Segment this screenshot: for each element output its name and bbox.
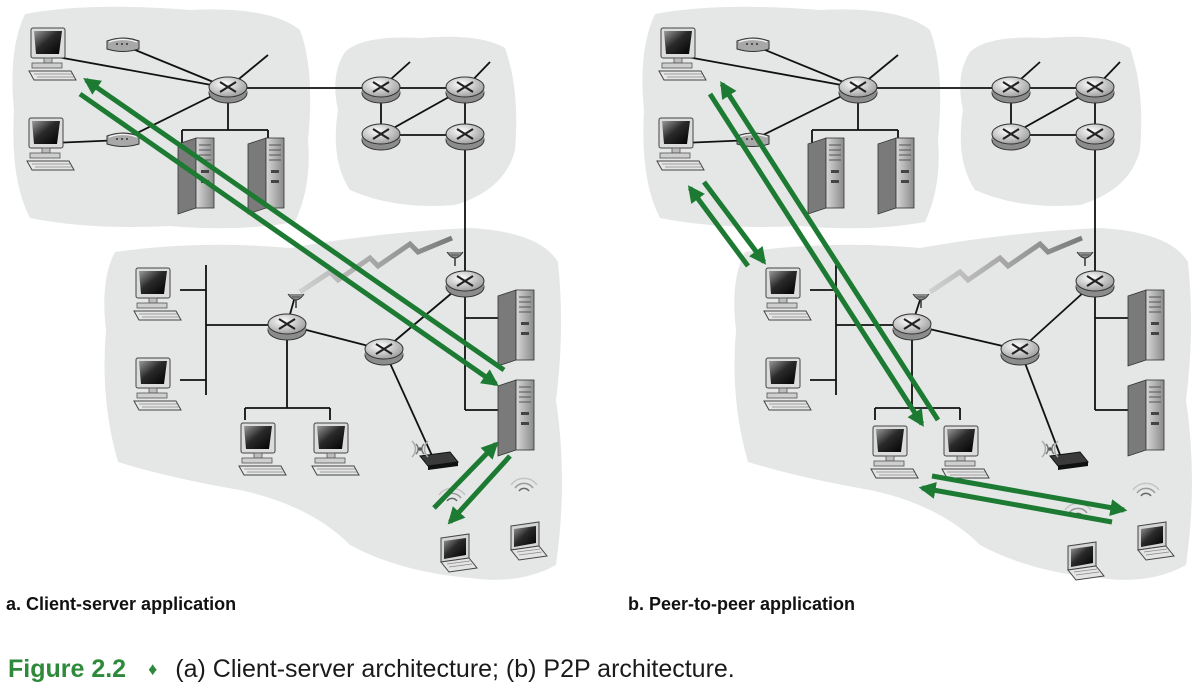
wireless-link-icon (928, 235, 1083, 295)
router-icon (444, 75, 486, 105)
arrow-server-to-client (83, 77, 506, 373)
modem-icon (736, 37, 770, 53)
server-tower-icon (497, 379, 535, 457)
arrow-peer-to-peer (931, 473, 1128, 516)
router-icon (360, 75, 402, 105)
diagram-b-caption: b. Peer-to-peer application (628, 594, 856, 614)
router-icon (990, 122, 1032, 152)
arrow-peer-to-peer (918, 482, 1113, 525)
modem-icon (106, 132, 140, 148)
diamond-separator-icon: ♦ (148, 659, 158, 679)
arrow-laptop-to-server (432, 441, 499, 510)
network-cloud (734, 228, 1192, 580)
communication-arrows (78, 77, 512, 525)
router-icon (444, 269, 486, 299)
router-icon (1074, 75, 1116, 105)
arrow-peer-to-peer (707, 92, 925, 427)
communication-arrows (687, 81, 1128, 525)
network-cloud (960, 36, 1142, 206)
router-icon (837, 75, 879, 105)
router-icon (363, 337, 405, 367)
arrow-peer-to-peer (702, 180, 767, 265)
figure-label: Figure 2.2 (8, 655, 127, 683)
router-icon (360, 122, 402, 152)
diagram-a-caption: a. Client-server application (6, 594, 237, 614)
arrow-server-to-laptop (447, 454, 512, 525)
diagram-a (12, 6, 563, 580)
router-icon (990, 75, 1032, 105)
router-icon (1074, 122, 1116, 152)
arrow-client-to-server (78, 91, 499, 387)
diagram-b (642, 6, 1192, 581)
server-tower-icon (1127, 289, 1165, 367)
arrow-peer-to-peer (719, 81, 941, 422)
wireless-link-icon (298, 235, 453, 295)
server-tower-icon (807, 137, 845, 215)
arrow-peer-to-peer (687, 185, 751, 268)
figure-caption: Figure 2.2 ♦ (a) Client-server architectur… (8, 655, 735, 684)
server-tower-icon (1127, 379, 1165, 457)
modem-icon (106, 37, 140, 53)
router-icon (444, 122, 486, 152)
router-icon (266, 312, 308, 342)
router-icon (207, 75, 249, 105)
router-icon (891, 312, 933, 342)
router-icon (1074, 269, 1116, 299)
router-icon (999, 337, 1041, 367)
server-tower-icon (497, 289, 535, 367)
server-tower-icon (877, 137, 915, 215)
figure-caption-text: (a) Client-server architecture; (b) P2P … (175, 655, 735, 683)
